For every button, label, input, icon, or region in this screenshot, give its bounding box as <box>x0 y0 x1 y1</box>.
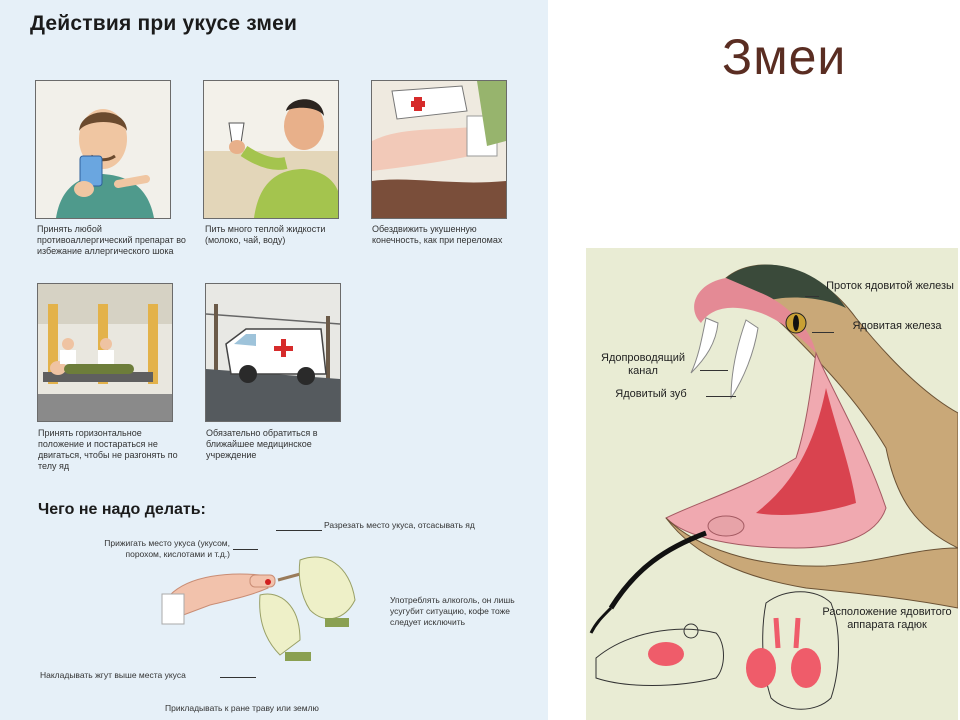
dont-alcohol: Употреблять алкоголь, он лишь усугубит с… <box>390 595 515 627</box>
ambulance-illustration <box>206 284 340 421</box>
panel-immobilize-limb <box>371 80 507 219</box>
snake-head-illustration <box>586 248 958 720</box>
infographic-title: Действия при укусе змеи <box>30 12 298 35</box>
panel-antiallergic-pill <box>35 80 171 219</box>
label-venom-duct: Проток ядовитой железы <box>826 280 954 292</box>
label-venom-gland: Ядовитая железа <box>852 320 942 332</box>
caption-antiallergic: Принять любой противоаллергический препа… <box>37 224 186 256</box>
dont-dirt: Прикладывать к ране траву или землю <box>165 703 319 713</box>
dont-cauterize: Прижигать место укуса (укусом, порохом, … <box>104 538 230 559</box>
pointer-duct <box>805 296 819 297</box>
man-drinking-illustration <box>204 81 338 218</box>
caption-lie-down: Принять горизонтальное положение и поста… <box>38 428 178 471</box>
donts-subtitle: Чего не надо делать: <box>38 501 206 518</box>
caption-ambulance: Обязательно обратиться в ближайшее медиц… <box>206 428 318 460</box>
panel-drink-liquid <box>203 80 339 219</box>
bandaged-arm-illustration <box>372 81 506 218</box>
dont-tourniquet: Накладывать жгут выше места укуса <box>40 670 186 680</box>
first-aid-infographic: Действия при укусе змеи Принять любой пр… <box>0 0 548 720</box>
label-venom-fang: Ядовитый зуб <box>615 388 687 400</box>
pointer-line-cauterize <box>233 549 258 550</box>
pointer-line-tourniquet <box>220 677 256 678</box>
label-venom-canal: Ядопроводящий канал <box>601 352 685 377</box>
pointer-fang <box>706 396 736 397</box>
pointer-canal <box>700 370 728 371</box>
patient-lying-illustration <box>38 284 172 421</box>
dont-cut: Разрезать место укуса, отсасывать яд <box>324 520 475 530</box>
hands-finger-illustration <box>161 556 356 661</box>
pointer-line-cut <box>276 530 322 531</box>
slide-title: Змеи <box>722 29 847 85</box>
panel-lie-down <box>37 283 173 422</box>
label-venom-location: Расположение ядовитого аппарата гадюк <box>822 606 952 631</box>
snake-anatomy-figure <box>586 248 958 720</box>
caption-immobilize: Обездвижить укушенную конечность, как пр… <box>372 224 503 245</box>
caption-drink: Пить много теплой жидкости (молоко, чай,… <box>205 224 326 245</box>
pointer-gland <box>812 332 834 333</box>
man-with-pills-illustration <box>36 81 170 218</box>
panel-ambulance <box>205 283 341 422</box>
